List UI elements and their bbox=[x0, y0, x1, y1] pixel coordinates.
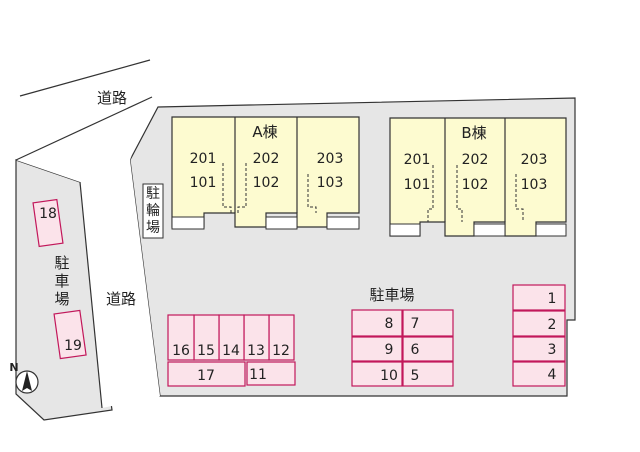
building-a-name: A棟 bbox=[252, 123, 277, 141]
parking-numbers: 1 2 3 4 5 6 7 8 9 10 11 12 13 14 15 16 1… bbox=[39, 206, 556, 384]
main-parking-label: 駐車場 bbox=[369, 286, 414, 304]
balcony bbox=[326, 216, 360, 230]
parking-number: 4 bbox=[548, 367, 557, 383]
balcony bbox=[389, 223, 421, 237]
side-road-label: 道路 bbox=[106, 290, 136, 308]
unit-label: 103 bbox=[317, 175, 344, 191]
parking-space bbox=[268, 314, 295, 361]
unit-label: 101 bbox=[404, 177, 431, 193]
parking-space bbox=[32, 198, 64, 248]
side-parking-label: 駐車場 bbox=[54, 254, 70, 308]
building-b-name: B棟 bbox=[461, 124, 486, 142]
parking-number: 13 bbox=[247, 343, 265, 359]
balcony bbox=[171, 216, 205, 230]
parking-space bbox=[53, 309, 87, 360]
north-arrow-icon: N bbox=[9, 361, 39, 394]
road-boundary-line bbox=[19, 59, 151, 97]
parking-space bbox=[351, 309, 403, 337]
parking-space bbox=[512, 310, 566, 337]
building-a: A棟 201 202 203 101 102 103 bbox=[171, 116, 360, 230]
parking-space bbox=[167, 361, 246, 387]
top-road-label: 道路 bbox=[97, 89, 127, 107]
side-road-area bbox=[16, 97, 160, 408]
balcony bbox=[473, 223, 506, 237]
parking-number: 6 bbox=[411, 342, 420, 358]
parking-space bbox=[246, 361, 296, 386]
parking-number: 12 bbox=[272, 343, 290, 359]
bicycle-parking-label: 駐輪場 bbox=[146, 186, 160, 236]
parking-space bbox=[351, 361, 403, 387]
parking-space bbox=[218, 314, 245, 361]
unit-label: 201 bbox=[404, 152, 431, 168]
unit-label: 203 bbox=[317, 151, 344, 167]
parking-number: 2 bbox=[548, 317, 557, 333]
parking-number: 14 bbox=[222, 343, 240, 359]
unit-label: 201 bbox=[190, 151, 217, 167]
balcony bbox=[535, 223, 567, 237]
parking-number: 7 bbox=[411, 316, 420, 332]
building-b: B棟 201 202 203 101 102 103 bbox=[389, 117, 567, 237]
parking-space bbox=[243, 314, 270, 361]
unit-label: 203 bbox=[521, 152, 548, 168]
unit-label: 101 bbox=[190, 175, 217, 191]
unit-label: 202 bbox=[253, 151, 280, 167]
parking-space bbox=[512, 336, 566, 362]
parking-space bbox=[402, 336, 454, 362]
unit-label: 102 bbox=[462, 177, 489, 193]
parking-space bbox=[512, 284, 566, 311]
parking-spaces bbox=[32, 198, 566, 387]
parking-number: 8 bbox=[385, 316, 394, 332]
parking-number: 19 bbox=[64, 338, 82, 354]
parking-number: 17 bbox=[197, 368, 215, 384]
parking-number: 15 bbox=[197, 343, 215, 359]
parking-number: 3 bbox=[548, 342, 557, 358]
parking-space bbox=[351, 336, 403, 362]
bicycle-parking-area bbox=[142, 183, 164, 239]
parking-number: 9 bbox=[385, 342, 394, 358]
parking-number: 10 bbox=[380, 368, 398, 384]
balcony bbox=[265, 216, 298, 230]
unit-label: 103 bbox=[521, 177, 548, 193]
parking-space bbox=[512, 361, 566, 387]
parking-number: 16 bbox=[172, 343, 190, 359]
parking-space bbox=[402, 361, 454, 387]
unit-label: 202 bbox=[462, 152, 489, 168]
parking-space bbox=[167, 314, 195, 361]
parking-number: 18 bbox=[39, 206, 57, 222]
parking-number: 5 bbox=[411, 368, 420, 384]
parking-number: 1 bbox=[548, 291, 557, 307]
unit-label: 102 bbox=[253, 175, 280, 191]
parking-space bbox=[193, 314, 220, 361]
parking-number: 11 bbox=[249, 367, 267, 383]
north-label: N bbox=[9, 361, 18, 374]
parking-space bbox=[402, 309, 454, 337]
